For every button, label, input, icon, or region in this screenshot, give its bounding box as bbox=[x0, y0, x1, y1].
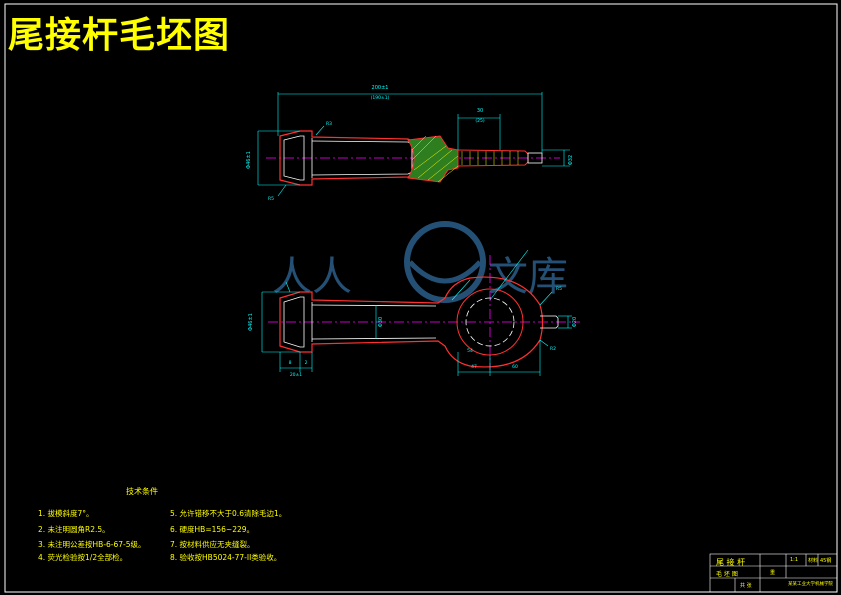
bottom-mid-dim-c: 54 bbox=[467, 348, 473, 354]
bottom-mid-dia-dim: Φ30 bbox=[378, 317, 384, 327]
top-chamfer-b: R5 bbox=[268, 196, 274, 202]
bottom-right-dia-dim: Φ20 bbox=[572, 317, 578, 327]
page-title: 尾接杆毛坯图 bbox=[8, 15, 231, 56]
bottom-left-dim-c: 20±1 bbox=[290, 372, 302, 378]
top-overall-sub-dim: (190±1) bbox=[371, 95, 390, 101]
bottom-mid-dim-a: 47 bbox=[471, 364, 477, 370]
top-view: 200±1 (190±1) 30 (25) Φ46±1 Φ32 R3 R5 bbox=[246, 85, 574, 202]
bottom-view: Φ46±1 Φ30 Φ20 R5 R2 8 2 20±1 47 60 54 bbox=[248, 249, 580, 378]
bottom-left-dim-a: 8 bbox=[289, 360, 292, 366]
title-block-weight-label: 重 bbox=[770, 570, 776, 576]
drawing-border bbox=[4, 3, 838, 593]
note-2: 2. 未注明圆角R2.5。 bbox=[38, 525, 110, 534]
bottom-left-dia-dim: Φ46±1 bbox=[248, 313, 254, 331]
watermark-text-right: 文库 bbox=[488, 254, 568, 300]
title-block-row2: 毛 坯 图 bbox=[716, 571, 738, 578]
note-8: 8. 验收按HB5024-77-II类验收。 bbox=[170, 553, 282, 562]
note-1: 1. 拔模斜度7°。 bbox=[38, 509, 94, 518]
bottom-mid-dim-b: 60 bbox=[512, 364, 518, 370]
title-block-scale: 1:1 bbox=[790, 557, 799, 563]
technical-requirements-heading: 技术条件 bbox=[126, 487, 158, 496]
top-left-dia-dim: Φ46±1 bbox=[246, 151, 252, 169]
title-block bbox=[709, 553, 838, 593]
top-right-dim-b: (25) bbox=[475, 118, 484, 124]
bottom-r-b: R2 bbox=[550, 346, 556, 352]
note-3: 3. 未注明公差按HB-6-67-5级。 bbox=[38, 540, 146, 549]
title-block-school: 某某工业大学机械学院 bbox=[788, 582, 833, 587]
top-right-dim-a: 30 bbox=[477, 108, 483, 114]
note-6: 6. 硬度HB=156~229。 bbox=[170, 525, 255, 534]
title-block-part-name: 尾 接 杆 bbox=[716, 558, 746, 567]
title-block-material-label: 材料 bbox=[808, 558, 819, 564]
note-7: 7. 按材料供应无夹缝裂。 bbox=[170, 540, 255, 549]
top-right-dia-dim: Φ32 bbox=[568, 155, 574, 165]
top-chamfer-a: R3 bbox=[326, 121, 332, 127]
note-4: 4. 荧光检验按1/2全部检。 bbox=[38, 553, 128, 562]
bottom-left-dim-b: 2 bbox=[305, 360, 308, 366]
title-block-sheet: 共 张 bbox=[740, 583, 752, 589]
watermark: 人人 文库 bbox=[272, 221, 568, 303]
title-block-material: 45钢 bbox=[820, 558, 832, 564]
note-5: 5. 允许错移不大于0.6清除毛边1。 bbox=[170, 509, 287, 518]
top-overall-dim: 200±1 bbox=[372, 85, 389, 91]
bottom-r-a: R5 bbox=[556, 286, 562, 292]
